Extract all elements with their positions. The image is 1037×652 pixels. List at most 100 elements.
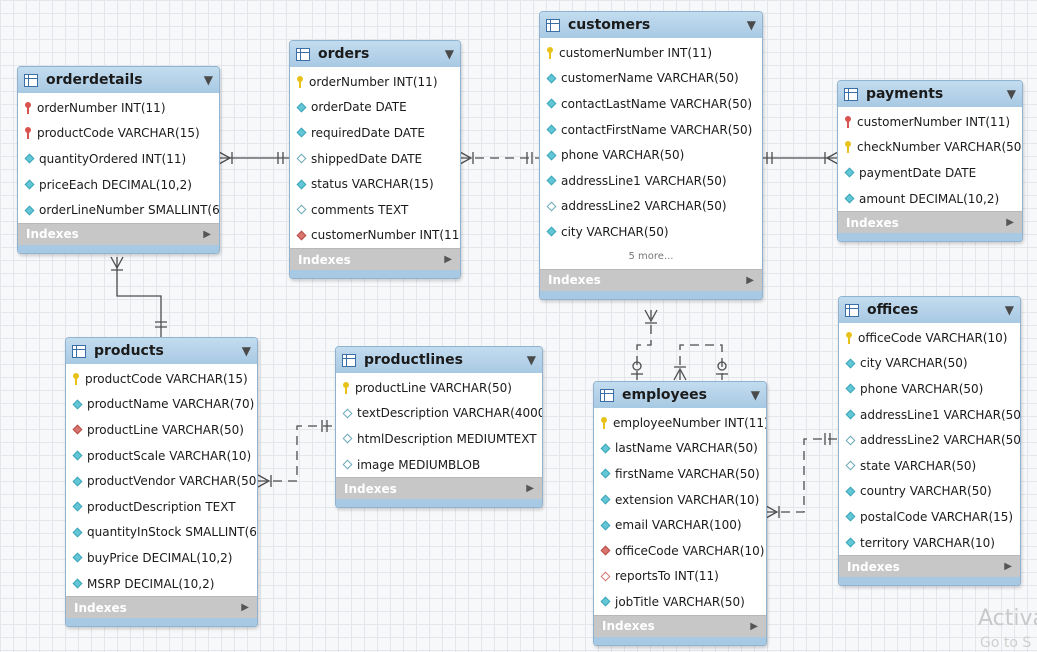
expand-arrow-icon[interactable]: ▶ xyxy=(1006,217,1014,229)
table-employees[interactable]: employees ▼ employeeNumber INT(11)lastNa… xyxy=(593,381,767,646)
column-row[interactable]: comments TEXT xyxy=(290,197,460,223)
table-products[interactable]: products ▼ productCode VARCHAR(15)produc… xyxy=(65,337,258,628)
column-row[interactable]: paymentDate DATE xyxy=(838,160,1022,186)
expand-arrow-icon[interactable]: ▶ xyxy=(241,602,249,614)
column-row[interactable]: customerName VARCHAR(50) xyxy=(540,66,762,92)
column-row[interactable]: textDescription VARCHAR(4000) xyxy=(336,401,542,427)
column-row[interactable]: customerNumber INT(11) xyxy=(540,40,762,66)
column-row[interactable]: orderLineNumber SMALLINT(6) xyxy=(18,197,219,223)
collapse-arrow-icon[interactable]: ▼ xyxy=(203,73,213,87)
table-header[interactable]: orders ▼ xyxy=(290,41,460,67)
collapse-arrow-icon[interactable]: ▼ xyxy=(746,18,756,32)
column-row[interactable]: city VARCHAR(50) xyxy=(839,351,1020,377)
column-row[interactable]: addressLine1 VARCHAR(50) xyxy=(839,402,1020,428)
table-payments[interactable]: payments ▼ customerNumber INT(11)checkNu… xyxy=(837,80,1023,243)
column-row[interactable]: status VARCHAR(15) xyxy=(290,171,460,197)
column-row[interactable]: orderDate DATE xyxy=(290,95,460,121)
nullable-column-diamond-icon xyxy=(342,459,353,470)
expand-arrow-icon[interactable]: ▶ xyxy=(1004,561,1012,573)
collapse-arrow-icon[interactable]: ▼ xyxy=(1004,303,1014,317)
column-row[interactable]: email VARCHAR(100) xyxy=(594,512,766,538)
column-row[interactable]: addressLine2 VARCHAR(50) xyxy=(540,194,762,220)
column-row[interactable]: city VARCHAR(50) xyxy=(540,219,762,245)
indexes-section[interactable]: Indexes ▶ xyxy=(290,248,460,271)
table-customers[interactable]: customers ▼ customerNumber INT(11)custom… xyxy=(539,11,763,300)
column-row[interactable]: territory VARCHAR(10) xyxy=(839,530,1020,556)
column-row[interactable]: addressLine1 VARCHAR(50) xyxy=(540,168,762,194)
column-row[interactable]: orderNumber INT(11) xyxy=(18,95,219,121)
column-row[interactable]: reportsTo INT(11) xyxy=(594,564,766,590)
column-row[interactable]: firstName VARCHAR(50) xyxy=(594,461,766,487)
not-null-column-diamond-icon xyxy=(845,409,856,420)
table-orderdetails[interactable]: orderdetails ▼ orderNumber INT(11)produc… xyxy=(17,66,220,254)
indexes-section[interactable]: Indexes ▶ xyxy=(838,211,1022,234)
indexes-section[interactable]: Indexes ▶ xyxy=(839,555,1020,578)
table-header[interactable]: customers ▼ xyxy=(540,12,762,38)
column-row[interactable]: productVendor VARCHAR(50) xyxy=(66,468,257,494)
column-row[interactable]: customerNumber INT(11) xyxy=(290,223,460,249)
indexes-section[interactable]: Indexes ▶ xyxy=(336,477,542,500)
column-row[interactable]: country VARCHAR(50) xyxy=(839,479,1020,505)
column-row[interactable]: amount DECIMAL(10,2) xyxy=(838,186,1022,212)
column-row[interactable]: jobTitle VARCHAR(50) xyxy=(594,589,766,615)
collapse-arrow-icon[interactable]: ▼ xyxy=(526,353,536,367)
column-row[interactable]: productScale VARCHAR(10) xyxy=(66,443,257,469)
table-productlines[interactable]: productlines ▼ productLine VARCHAR(50)te… xyxy=(335,346,543,509)
column-row[interactable]: employeeNumber INT(11) xyxy=(594,410,766,436)
indexes-section[interactable]: Indexes ▶ xyxy=(18,222,219,245)
expand-arrow-icon[interactable]: ▶ xyxy=(203,228,211,240)
column-row[interactable]: requiredDate DATE xyxy=(290,120,460,146)
column-row[interactable]: addressLine2 VARCHAR(50) xyxy=(839,427,1020,453)
expand-arrow-icon[interactable]: ▶ xyxy=(444,254,452,266)
primary-key-icon xyxy=(546,46,555,59)
indexes-label: Indexes xyxy=(344,481,397,496)
column-row[interactable]: officeCode VARCHAR(10) xyxy=(594,538,766,564)
column-row[interactable]: quantityOrdered INT(11) xyxy=(18,146,219,172)
table-header[interactable]: productlines ▼ xyxy=(336,347,542,373)
column-row[interactable]: checkNumber VARCHAR(50) xyxy=(838,135,1022,161)
column-row[interactable]: contactFirstName VARCHAR(50) xyxy=(540,117,762,143)
column-row[interactable]: orderNumber INT(11) xyxy=(290,69,460,95)
column-row[interactable]: productLine VARCHAR(50) xyxy=(336,375,542,401)
table-orders[interactable]: orders ▼ orderNumber INT(11)orderDate DA… xyxy=(289,40,461,280)
column-row[interactable]: officeCode VARCHAR(10) xyxy=(839,325,1020,351)
column-row[interactable]: productCode VARCHAR(15) xyxy=(18,121,219,147)
column-row[interactable]: image MEDIUMBLOB xyxy=(336,452,542,478)
indexes-section[interactable]: Indexes ▶ xyxy=(594,614,766,637)
more-columns-link[interactable]: 5 more... xyxy=(628,250,674,262)
collapse-arrow-icon[interactable]: ▼ xyxy=(750,388,760,402)
column-row[interactable]: customerNumber INT(11) xyxy=(838,109,1022,135)
column-row[interactable]: MSRP DECIMAL(10,2) xyxy=(66,571,257,597)
column-row[interactable]: productName VARCHAR(70) xyxy=(66,392,257,418)
indexes-section[interactable]: Indexes ▶ xyxy=(540,268,762,291)
column-row[interactable]: productCode VARCHAR(15) xyxy=(66,366,257,392)
table-header[interactable]: products ▼ xyxy=(66,338,257,364)
table-header[interactable]: employees ▼ xyxy=(594,382,766,408)
table-header[interactable]: offices ▼ xyxy=(839,297,1020,323)
column-row[interactable]: productLine VARCHAR(50) xyxy=(66,417,257,443)
collapse-arrow-icon[interactable]: ▼ xyxy=(241,344,251,358)
column-row[interactable]: priceEach DECIMAL(10,2) xyxy=(18,172,219,198)
column-row[interactable]: state VARCHAR(50) xyxy=(839,453,1020,479)
indexes-section[interactable]: Indexes ▶ xyxy=(66,596,257,619)
column-row[interactable]: lastName VARCHAR(50) xyxy=(594,436,766,462)
column-row[interactable]: phone VARCHAR(50) xyxy=(540,142,762,168)
expand-arrow-icon[interactable]: ▶ xyxy=(746,274,754,286)
table-header[interactable]: payments ▼ xyxy=(838,81,1022,107)
collapse-arrow-icon[interactable]: ▼ xyxy=(1006,87,1016,101)
table-icon xyxy=(24,73,38,87)
column-row[interactable]: postalCode VARCHAR(15) xyxy=(839,504,1020,530)
expand-arrow-icon[interactable]: ▶ xyxy=(750,620,758,632)
column-row[interactable]: buyPrice DECIMAL(10,2) xyxy=(66,545,257,571)
column-row[interactable]: extension VARCHAR(10) xyxy=(594,487,766,513)
column-row[interactable]: shippedDate DATE xyxy=(290,146,460,172)
column-row[interactable]: contactLastName VARCHAR(50) xyxy=(540,91,762,117)
column-row[interactable]: htmlDescription MEDIUMTEXT xyxy=(336,426,542,452)
column-row[interactable]: productDescription TEXT xyxy=(66,494,257,520)
column-row[interactable]: phone VARCHAR(50) xyxy=(839,376,1020,402)
column-row[interactable]: quantityInStock SMALLINT(6) xyxy=(66,520,257,546)
expand-arrow-icon[interactable]: ▶ xyxy=(526,483,534,495)
table-offices[interactable]: offices ▼ officeCode VARCHAR(10)city VAR… xyxy=(838,296,1021,587)
collapse-arrow-icon[interactable]: ▼ xyxy=(444,47,454,61)
table-header[interactable]: orderdetails ▼ xyxy=(18,67,219,93)
